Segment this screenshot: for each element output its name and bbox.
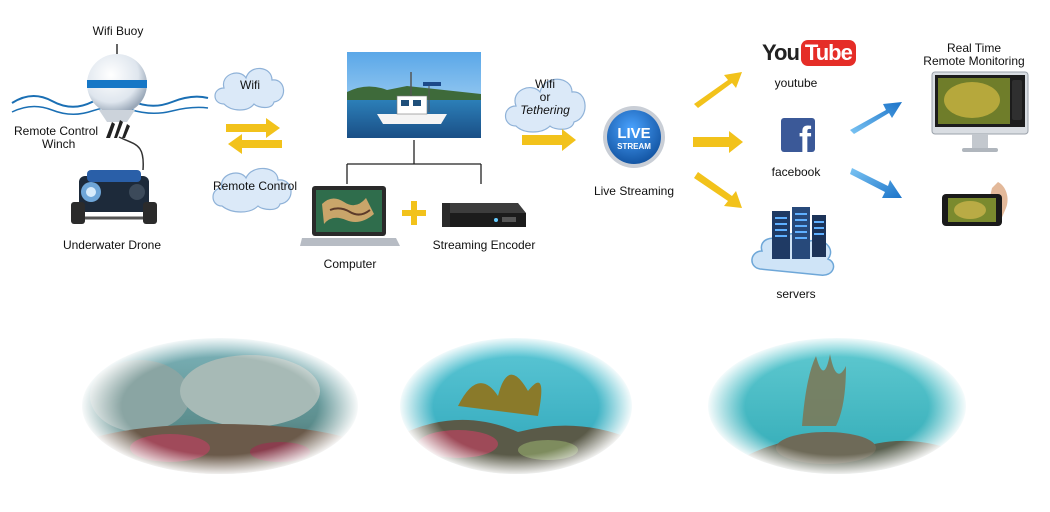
encoder-icon bbox=[442, 203, 526, 227]
imac-monitor-icon bbox=[931, 71, 1029, 152]
youtube-logo-you: You bbox=[762, 40, 800, 65]
laptop-icon bbox=[300, 186, 400, 246]
arrow-to-live bbox=[522, 129, 576, 151]
bidirectional-arrows bbox=[226, 118, 282, 154]
arrow-to-servers bbox=[694, 172, 742, 208]
real-time-monitoring-label: Real Time Remote Monitoring bbox=[923, 41, 1025, 68]
facebook-logo-letter: f bbox=[799, 119, 811, 153]
arrow-to-youtube bbox=[694, 72, 742, 108]
connector-bracket bbox=[346, 140, 482, 184]
plus-icon bbox=[402, 201, 426, 225]
computer-label: Computer bbox=[323, 257, 377, 271]
smartphone-icon bbox=[942, 182, 1008, 226]
underwater-photo-1 bbox=[80, 336, 360, 476]
live-badge-text-1: LIVE bbox=[617, 125, 650, 142]
remote-control-cloud-icon bbox=[212, 167, 292, 213]
winch-icon bbox=[106, 120, 130, 138]
remote-control-winch-label: Remote Control Winch bbox=[14, 124, 99, 151]
live-streaming-label: Live Streaming bbox=[593, 184, 675, 198]
youtube-logo-tube: Tube bbox=[800, 40, 856, 66]
facebook-icon: f bbox=[781, 118, 815, 152]
buoy-icon bbox=[87, 44, 147, 122]
wifi-cloud-icon bbox=[214, 67, 285, 111]
streaming-encoder-label: Streaming Encoder bbox=[432, 238, 536, 252]
tether-cable bbox=[118, 136, 144, 171]
wifi-tethering-cloud-icon bbox=[504, 78, 586, 133]
underwater-drone-label: Underwater Drone bbox=[62, 238, 162, 252]
youtube-icon: You Tube bbox=[762, 39, 856, 67]
arrow-to-facebook bbox=[693, 131, 743, 153]
live-badge-text-2: STREAM bbox=[617, 142, 651, 151]
arrow-to-monitor bbox=[850, 102, 902, 134]
underwater-photo-2 bbox=[398, 336, 634, 476]
underwater-drone-icon bbox=[71, 170, 157, 224]
wifi-buoy-label: Wifi Buoy bbox=[92, 24, 144, 38]
wifi-or-tethering-label: Wifi or Tethering bbox=[520, 77, 570, 117]
server-cloud-icon bbox=[751, 207, 835, 276]
youtube-label: youtube bbox=[774, 76, 818, 90]
wifi-label: Wifi bbox=[240, 78, 260, 92]
live-stream-icon: LIVE STREAM bbox=[603, 106, 665, 168]
underwater-photo-3 bbox=[706, 336, 968, 476]
facebook-label: facebook bbox=[771, 165, 821, 179]
arrow-to-phone bbox=[850, 168, 902, 198]
boat-photo bbox=[347, 52, 481, 138]
remote-control-label: Remote Control bbox=[212, 179, 298, 193]
servers-label: servers bbox=[776, 287, 816, 301]
